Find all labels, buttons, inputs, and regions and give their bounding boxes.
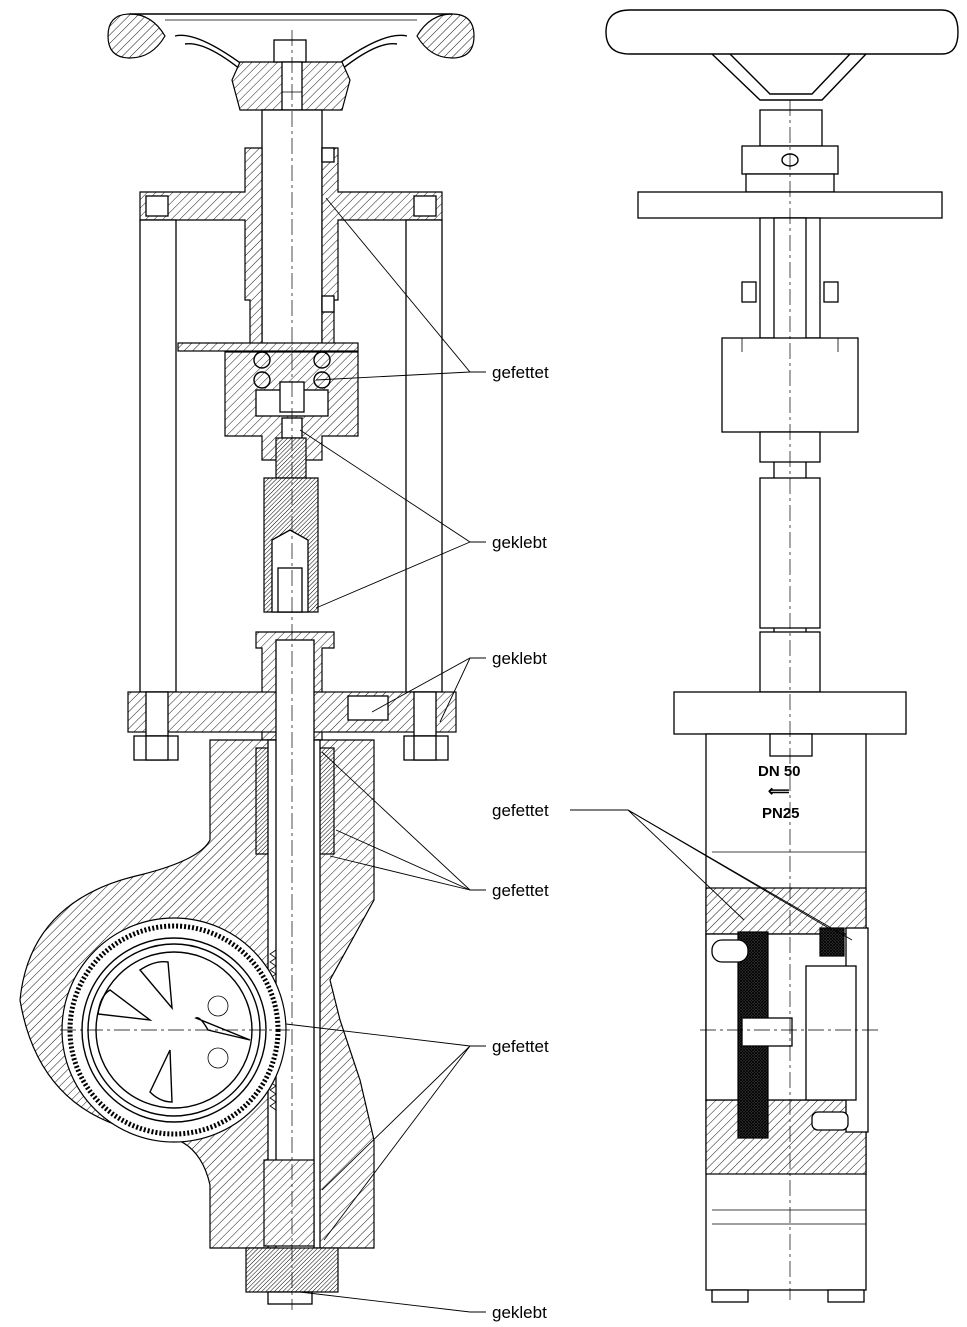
label-gefettet-1: gefettet	[492, 363, 549, 382]
label-geklebt-1: geklebt	[492, 533, 547, 552]
leader-lines	[285, 197, 853, 1313]
pressure-rating-label: PN25	[762, 805, 800, 822]
left-section-view	[19, 13, 475, 1310]
gear-spokes	[97, 960, 251, 1103]
label-geklebt-2: geklebt	[492, 649, 547, 668]
label-gefettet-right: gefettet	[492, 801, 549, 820]
right-side-view	[605, 9, 959, 1303]
label-geklebt-3: geklebt	[492, 1303, 547, 1322]
nominal-size-label: DN 50	[758, 763, 801, 780]
label-gefettet-3: gefettet	[492, 1037, 549, 1056]
flow-direction-arrow: ⟸	[768, 783, 790, 800]
handwheel-section	[107, 13, 475, 111]
label-gefettet-2: gefettet	[492, 881, 549, 900]
handwheel-side	[605, 9, 959, 55]
rack-spindle	[275, 639, 315, 1251]
pillar-left	[139, 219, 177, 693]
pillar-right	[405, 219, 443, 693]
